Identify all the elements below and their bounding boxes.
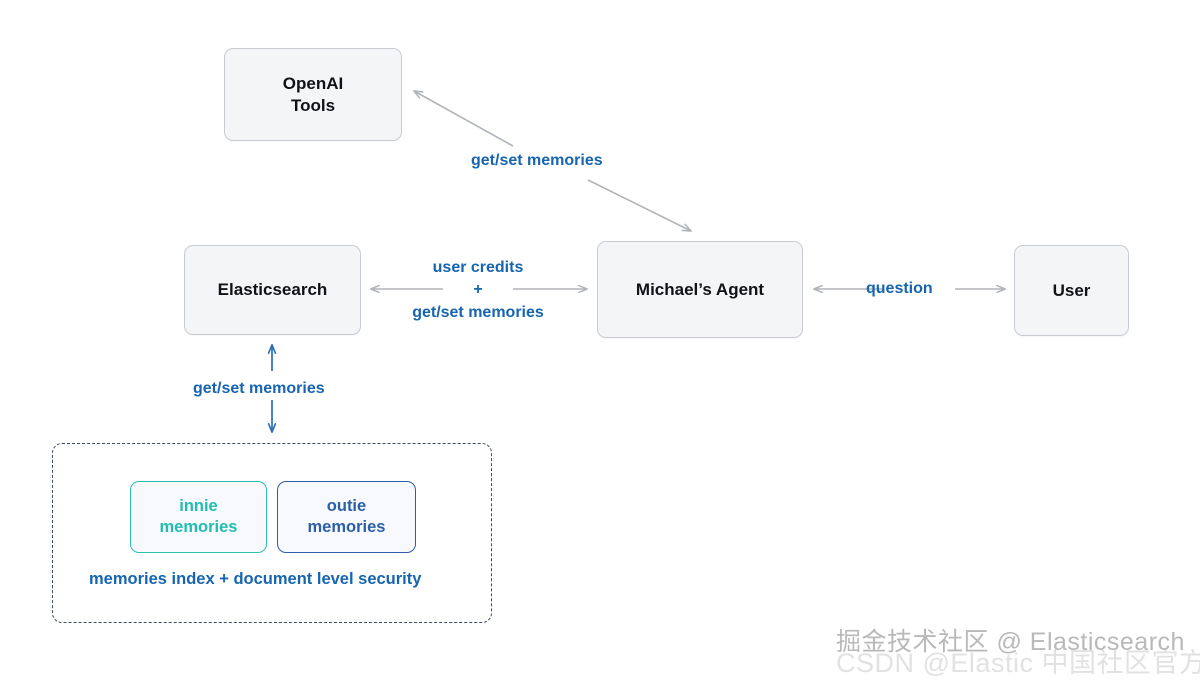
- arrow-openai-to-agent: [587, 179, 691, 231]
- node-openai-tools[interactable]: OpenAI Tools: [224, 48, 402, 141]
- edge-label-elasticsearch-memories: get/set memories: [193, 380, 325, 397]
- node-elasticsearch-label: Elasticsearch: [217, 280, 328, 300]
- node-elasticsearch[interactable]: Elasticsearch: [184, 245, 361, 335]
- box-innie-memories-text: innie memories: [160, 496, 238, 539]
- node-michaels-agent[interactable]: Michael’s Agent: [597, 241, 803, 338]
- memories-index-group: [52, 443, 492, 623]
- node-openai-tools-text: OpenAI Tools: [283, 73, 343, 117]
- box-innie-memories-line1: innie: [179, 496, 218, 515]
- box-innie-memories[interactable]: innie memories: [130, 481, 267, 553]
- node-openai-tools-line2: Tools: [290, 95, 336, 115]
- memories-index-caption: memories index + document level security: [89, 570, 422, 588]
- edge-label-elasticsearch-agent: user credits + get/set memories: [398, 256, 558, 324]
- box-outie-memories-line1: outie: [326, 496, 367, 515]
- edge-label-getset-memories: get/set memories: [412, 303, 544, 321]
- edge-label-agent-user: question: [866, 280, 933, 297]
- arrow-agent-to-openai: [414, 91, 514, 147]
- box-outie-memories[interactable]: outie memories: [277, 481, 416, 553]
- node-michaels-agent-label: Michael’s Agent: [635, 279, 765, 299]
- box-outie-memories-text: outie memories: [308, 496, 386, 539]
- node-user-label: User: [1052, 280, 1091, 300]
- box-innie-memories-line2: memories: [159, 518, 238, 536]
- watermark-csdn: CSDN @Elastic 中国社区官方博客: [836, 648, 1200, 678]
- watermark-juejin: 掘金技术社区 @ Elasticsearch: [836, 628, 1185, 656]
- edge-label-user-credits: user credits: [432, 259, 524, 276]
- edge-label-openai-agent: get/set memories: [471, 152, 603, 169]
- node-user[interactable]: User: [1014, 245, 1129, 336]
- edge-label-plus: +: [473, 281, 483, 299]
- box-outie-memories-line2: memories: [307, 518, 386, 536]
- node-openai-tools-line1: OpenAI: [282, 73, 344, 93]
